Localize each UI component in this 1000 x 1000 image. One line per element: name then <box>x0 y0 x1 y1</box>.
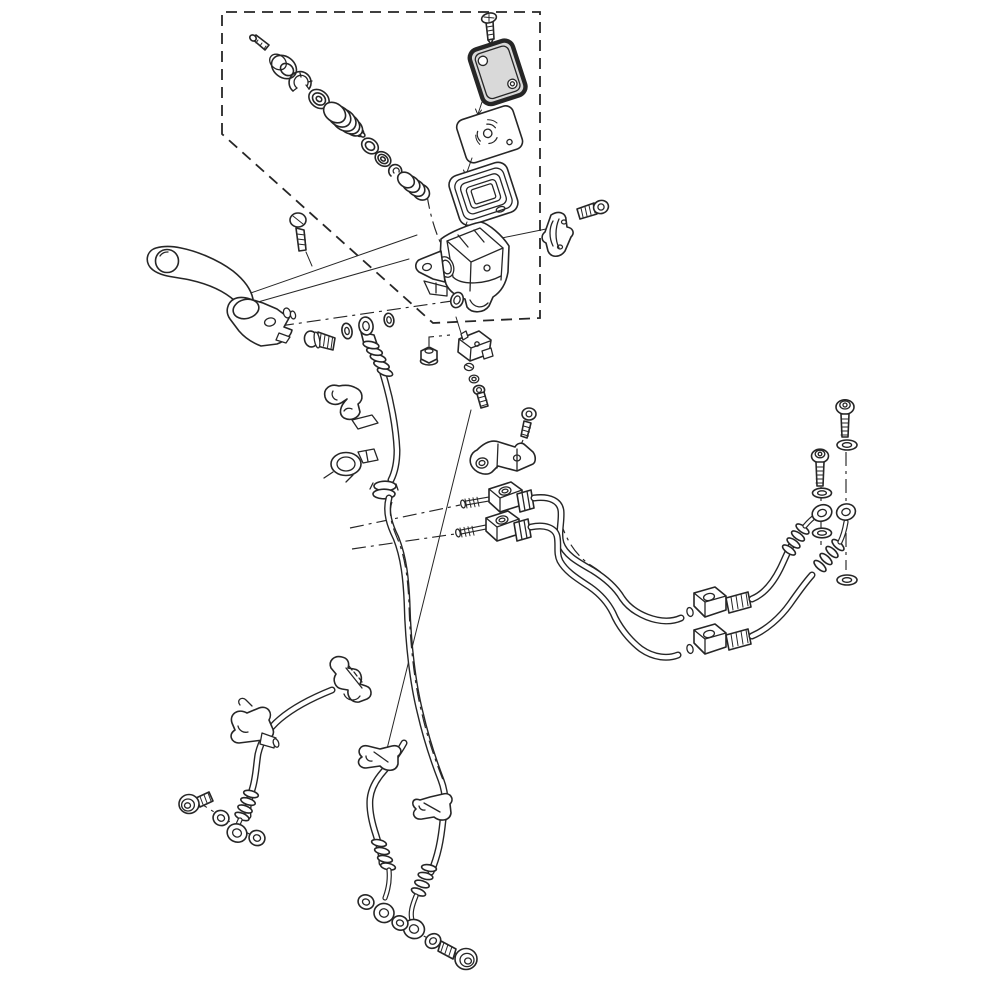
upper-sealing-washer <box>383 312 395 328</box>
wave-washer <box>341 322 353 340</box>
right-joint-upper <box>693 586 727 618</box>
hose-centerline <box>389 501 444 781</box>
right-upper-ribbed <box>781 523 810 556</box>
lever-bracket-hole <box>421 262 433 272</box>
wire-clip-floating <box>357 744 402 772</box>
hose-clip-b <box>323 448 379 483</box>
reservoir-cap <box>467 38 528 107</box>
cap-screw <box>480 12 498 57</box>
master-cylinder-body <box>415 221 510 313</box>
left-washers <box>212 809 266 847</box>
switch-screw <box>472 384 489 409</box>
mid-ribbed-fitting <box>370 838 397 871</box>
switch-washer-2 <box>468 374 480 384</box>
upper-banjo-bolt <box>303 330 336 351</box>
right-washer-2a <box>836 439 858 451</box>
lever-pivot-boss <box>232 298 260 320</box>
kit-boundary <box>221 11 541 324</box>
screw-slot <box>292 215 304 225</box>
c-clamp-top <box>329 655 372 703</box>
mid-banjo-eye <box>373 902 395 924</box>
bolt-socket <box>597 203 605 211</box>
lever-pivot-nut <box>419 346 439 366</box>
junction-bracket <box>469 440 537 475</box>
circlip <box>288 70 313 92</box>
right-washer-2b <box>836 574 858 586</box>
primary-cup <box>308 88 330 110</box>
switch-terminals <box>481 347 494 360</box>
brake-light-switch <box>457 330 494 409</box>
left-banjo-eye <box>226 823 248 843</box>
piston-axis <box>426 194 445 251</box>
lever-bolt-axis <box>279 300 453 327</box>
right-hose-upper <box>530 494 833 625</box>
clip-leader-line <box>384 409 472 758</box>
cap-screw-hole <box>477 55 489 67</box>
right-hose-lower <box>527 503 857 661</box>
lever-pivot-screw <box>289 212 313 267</box>
right-banjo-eye-2 <box>835 503 857 521</box>
clamp-bolt <box>576 199 610 220</box>
right-washer-1a <box>811 487 833 499</box>
hose-clip-a <box>323 384 379 430</box>
bottom-banjo-bolt <box>437 940 478 971</box>
left-ribbed-fitting <box>234 789 260 822</box>
junction-block-lower <box>455 510 532 542</box>
right-banjo-bolt-1 <box>810 448 833 539</box>
cap-hole-2 <box>507 78 518 90</box>
right-washer-1b <box>811 527 833 539</box>
lever-ball-end <box>154 248 180 274</box>
plate-center-vent <box>482 128 493 139</box>
piston-washer <box>360 137 380 155</box>
piston-bellows <box>322 101 366 138</box>
piston-repair-kit <box>249 34 431 201</box>
right-joint-lower <box>693 623 727 655</box>
hose-clamp-ring <box>369 480 399 500</box>
diaphragm-cup <box>470 183 497 205</box>
lever-pivot-hole <box>263 317 277 327</box>
brake-lever <box>146 245 297 347</box>
pushrod-tip <box>249 34 270 51</box>
elbow-clamp <box>230 697 280 749</box>
lever-bracket-arm <box>415 250 446 283</box>
handlebar-clamp <box>541 211 574 258</box>
return-spring <box>396 171 431 201</box>
screw-cross-slot <box>483 14 495 22</box>
main-brake-hose <box>358 316 449 940</box>
diaphragm-plate <box>455 105 524 177</box>
wire-clip-on-hose <box>411 792 453 821</box>
left-banjo-bolt <box>178 791 214 815</box>
secondary-cup <box>374 150 392 168</box>
hose-ribbed-fitting-bottom <box>410 863 438 897</box>
right-banjo-eye-1 <box>811 503 833 523</box>
junction-block-upper <box>460 481 535 513</box>
bottom-washer <box>424 932 442 950</box>
mid-washers <box>357 894 409 931</box>
left-bottom-hose <box>212 686 336 847</box>
junction-bolt <box>520 407 537 439</box>
right-banjo-bolt-2 <box>835 398 858 586</box>
outlet-port <box>449 291 465 309</box>
snap-clip <box>387 163 403 177</box>
hose-ribbed-fitting-top <box>362 340 394 378</box>
